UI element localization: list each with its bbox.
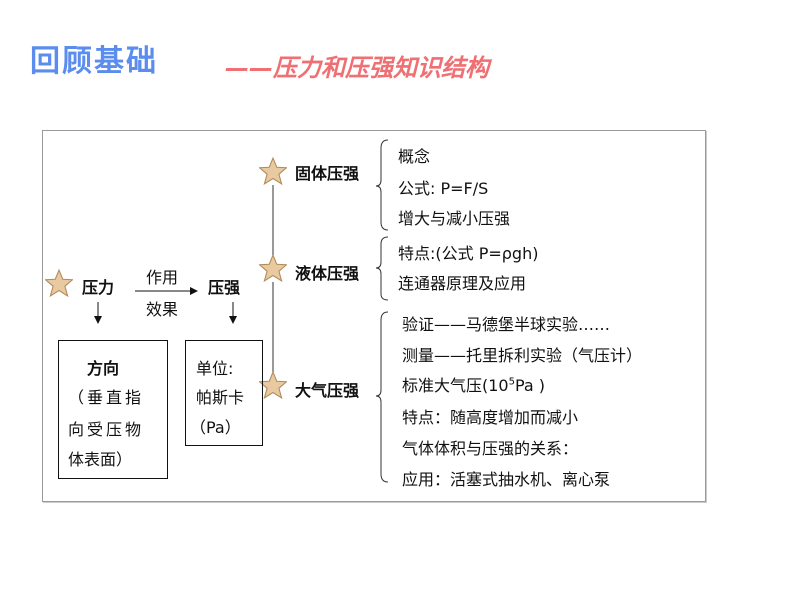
- branch-item: 测量——托里拆利实验（气压计）: [402, 346, 643, 365]
- arrow-top-label: 作用: [146, 268, 179, 287]
- star-icon: [259, 254, 287, 282]
- pressure-label: 压强: [208, 278, 241, 297]
- branch-air: 大气压强: [295, 381, 360, 400]
- unit-box: [185, 340, 263, 446]
- star-icon: [259, 157, 287, 185]
- direction-head: 方向: [87, 359, 120, 378]
- direction-line: （垂直指: [68, 388, 145, 407]
- star-icon: [45, 269, 73, 297]
- branch-item: 连通器原理及应用: [398, 274, 527, 293]
- unit-line: 帕斯卡: [196, 388, 245, 407]
- title: 回顾基础: [30, 44, 158, 79]
- branch-item: 气体体积与压强的关系：: [402, 439, 579, 458]
- direction-line: 体表面）: [68, 450, 133, 469]
- force-label: 压力: [82, 278, 115, 297]
- arrow-bottom-label: 效果: [146, 300, 179, 319]
- direction-box: [58, 340, 168, 479]
- unit-line: （Pa）: [190, 418, 241, 437]
- star-icon: [259, 371, 287, 399]
- branch-solid: 固体压强: [295, 164, 360, 183]
- branch-item: 标准大气压(105Pa ): [402, 372, 545, 396]
- branch-item: 特点：随高度增加而减小: [402, 408, 579, 427]
- branch-item: 增大与减小压强: [398, 209, 511, 228]
- diagram-frame: [42, 130, 706, 502]
- branch-item: 概念: [398, 147, 431, 166]
- subtitle: ——压力和压强知识结构: [225, 54, 489, 82]
- branch-liquid: 液体压强: [295, 264, 360, 283]
- unit-line: 单位:: [196, 359, 234, 378]
- std-atm: 标准大气压(10: [402, 376, 509, 395]
- direction-line: 向受压物: [68, 420, 145, 439]
- branch-item: 应用：活塞式抽水机、离心泵: [402, 470, 611, 489]
- branch-item: 公式: P=F/S: [398, 179, 489, 198]
- unit: Pa ): [514, 376, 546, 395]
- branch-item: 验证——马德堡半球实验……: [402, 315, 611, 334]
- exponent: 5: [508, 376, 515, 388]
- branch-item: 特点:(公式 P=ρgh): [398, 244, 539, 263]
